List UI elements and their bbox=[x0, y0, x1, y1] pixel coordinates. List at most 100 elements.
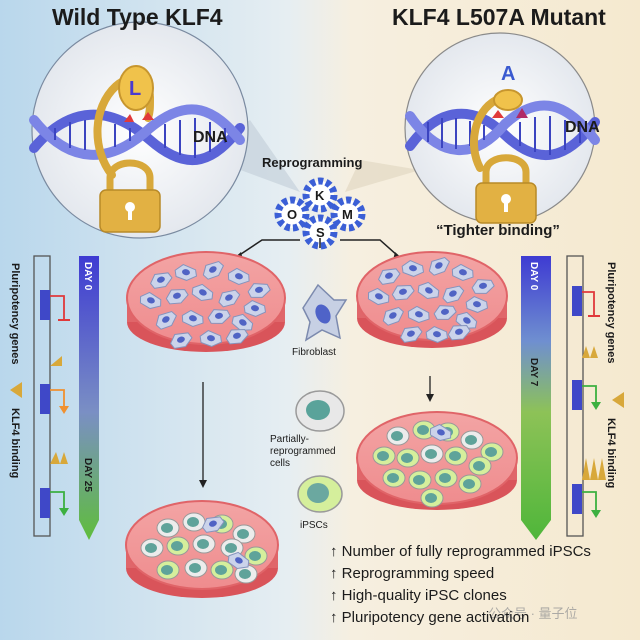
partial-cell bbox=[386, 426, 410, 446]
wt-binding-axis-label: KLF4 binding bbox=[9, 408, 21, 478]
wt-zoom-circle: L DNA bbox=[29, 21, 249, 239]
ipsc-cell bbox=[444, 446, 468, 466]
fibroblast-cell bbox=[433, 305, 457, 320]
wt-ipsc-cells bbox=[140, 512, 268, 584]
fibroblast-cell bbox=[165, 289, 189, 305]
mut-klf4-binding-icon bbox=[612, 392, 624, 408]
fibroblast-cell bbox=[401, 260, 425, 277]
mut-gene-3 bbox=[572, 458, 606, 518]
fibroblast-cell bbox=[170, 332, 193, 349]
ipsc-cell bbox=[408, 470, 432, 490]
fibroblast-cell bbox=[174, 264, 198, 281]
mut-zoom-circle: A DNA bbox=[404, 32, 600, 224]
ipsc-cell bbox=[412, 420, 436, 440]
fibroblast-cell bbox=[407, 305, 430, 324]
gear-s bbox=[302, 214, 338, 250]
fibroblast-cell bbox=[150, 272, 173, 289]
fibroblast-cell bbox=[202, 516, 225, 533]
mut-gene-1 bbox=[572, 286, 600, 317]
mut-lock-icon bbox=[475, 154, 537, 224]
fibroblast-cell bbox=[199, 330, 223, 347]
fibroblast-cell bbox=[181, 309, 204, 328]
wt-contact-marks bbox=[142, 112, 154, 120]
partial-cell bbox=[182, 512, 206, 532]
ipsc-cell bbox=[420, 488, 444, 508]
mut-day-mid: DAY 7 bbox=[528, 358, 539, 387]
ipsc-cell bbox=[382, 468, 406, 488]
fibroblast-cell bbox=[471, 279, 495, 294]
fibroblast-cell bbox=[227, 551, 250, 570]
wt-day-gradient-arrow bbox=[79, 256, 99, 540]
ipsc-cell bbox=[396, 448, 420, 468]
wt-gene-2 bbox=[40, 356, 69, 414]
mut-residue-letter: A bbox=[501, 63, 515, 85]
mut-ipsc-cells bbox=[372, 420, 504, 508]
partial-cell bbox=[232, 524, 256, 544]
fibroblast-cell bbox=[225, 329, 249, 345]
partial-cell bbox=[234, 564, 258, 584]
fibroblast-cell bbox=[218, 289, 241, 308]
fibroblast-cell bbox=[202, 260, 225, 280]
gear-o bbox=[274, 196, 310, 232]
ipsc-cell bbox=[372, 446, 396, 466]
ipsc-cell bbox=[156, 560, 180, 580]
mut-contact-marks bbox=[492, 110, 504, 118]
wt-timeline bbox=[10, 255, 99, 540]
fibroblast-cell bbox=[391, 285, 415, 301]
fibroblast-cell bbox=[247, 283, 271, 298]
partial-cell bbox=[140, 538, 164, 558]
gear-m bbox=[330, 196, 366, 232]
ipsc-cell bbox=[244, 546, 268, 566]
gear-o-label: O bbox=[287, 207, 297, 222]
wt-gene-1 bbox=[40, 290, 70, 321]
legend-ipsc-cell bbox=[297, 475, 343, 513]
mut-binding-axis-label: KLF4 binding bbox=[605, 418, 617, 488]
benefit-item: ↑ High-quality iPSC clones bbox=[330, 587, 507, 604]
wt-residue-letter: L bbox=[129, 78, 141, 100]
fibroblast-cell bbox=[465, 296, 489, 313]
fibroblast-cell bbox=[400, 326, 423, 343]
mut-fibroblast-cells bbox=[367, 256, 495, 343]
fibroblast-cell bbox=[155, 310, 178, 330]
partial-cell bbox=[184, 558, 208, 578]
mut-zoom-cone bbox=[345, 160, 420, 192]
ipsc-cell bbox=[480, 442, 504, 462]
fibroblast-cell bbox=[442, 285, 465, 304]
dish-arrows bbox=[202, 376, 431, 480]
mut-timeline bbox=[521, 255, 624, 540]
mut-genes-axis-label: Pluripotency genes bbox=[605, 262, 617, 363]
mut-caption: “Tighter binding” bbox=[436, 222, 560, 239]
oskm-gears: K O M S bbox=[274, 177, 366, 250]
fibroblast-cell bbox=[367, 287, 390, 306]
wt-fibroblast-cells bbox=[139, 260, 271, 349]
fibroblast-cell bbox=[447, 325, 471, 341]
benefit-item: ↑ Number of fully reprogrammed iPSCs bbox=[330, 543, 591, 560]
mut-day-gradient-arrow bbox=[521, 256, 551, 540]
dish-arrowhead-left bbox=[199, 480, 207, 488]
mut-day-start: DAY 0 bbox=[528, 262, 539, 291]
fibroblast-label: Fibroblast bbox=[292, 347, 336, 358]
gear-m-label: M bbox=[342, 207, 353, 222]
ipsc-cell bbox=[468, 456, 492, 476]
fibroblast-cell bbox=[139, 291, 162, 310]
watermark: 公众号 · 量子位 bbox=[488, 606, 578, 621]
wt-day-start: DAY 0 bbox=[82, 262, 93, 291]
wt-lock-icon bbox=[99, 159, 161, 233]
partial-cell bbox=[192, 534, 216, 554]
ipsc-label: iPSCs bbox=[300, 520, 328, 531]
legend-fibroblast bbox=[302, 283, 348, 342]
wt-klf4-binding-icon bbox=[10, 382, 22, 398]
fibroblast-cell bbox=[455, 311, 478, 329]
mut-dna-helix bbox=[405, 100, 600, 161]
fibroblast-cell bbox=[428, 256, 451, 276]
fibroblast-cell bbox=[429, 423, 452, 442]
reprogramming-label: Reprogramming bbox=[262, 155, 362, 170]
ipsc-cell bbox=[210, 560, 234, 580]
wt-genes-axis-label: Pluripotency genes bbox=[9, 263, 21, 364]
partial-label-3: cells bbox=[270, 458, 290, 469]
fibroblast-cell bbox=[207, 309, 231, 324]
fibroblast-cell bbox=[191, 283, 214, 302]
fibroblast-cell bbox=[243, 300, 267, 317]
mut-gene-2 bbox=[572, 346, 601, 410]
